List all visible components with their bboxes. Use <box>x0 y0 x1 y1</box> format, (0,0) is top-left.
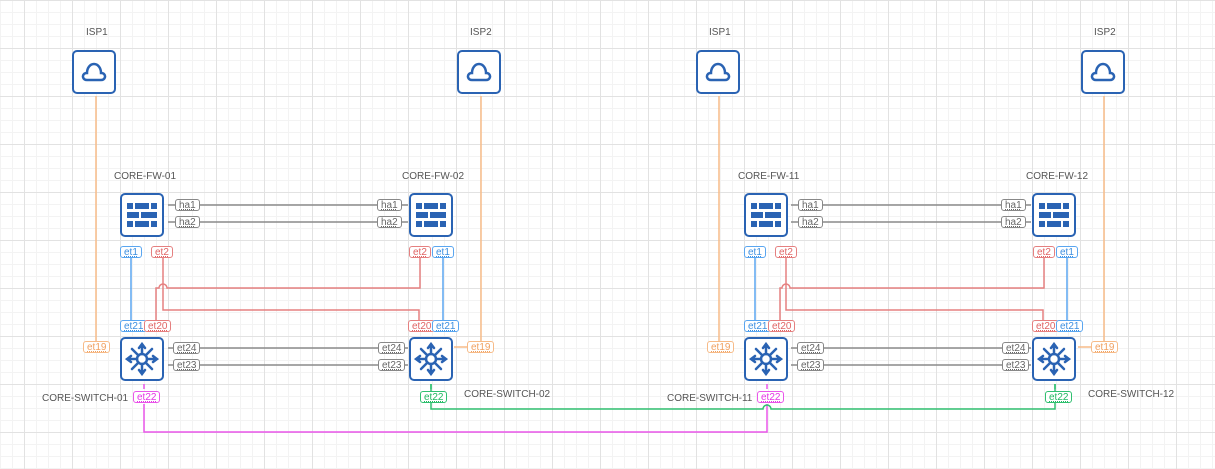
switch-icon <box>749 342 783 376</box>
cloud-icon <box>81 62 107 82</box>
firewall-icon <box>416 203 446 227</box>
link-isp1-sw11[interactable] <box>718 96 733 348</box>
port-sw01-et23[interactable]: et23 <box>173 359 201 371</box>
port-fw01-et1[interactable]: et1 <box>120 246 142 258</box>
port-fw11-ha1[interactable]: ha1 <box>798 199 823 211</box>
port-sw12-et24[interactable]: et24 <box>1002 342 1030 354</box>
port-sw02-et19[interactable]: et19 <box>467 341 495 353</box>
port-fw12-et1[interactable]: et1 <box>1056 246 1078 258</box>
port-fw01-ha1[interactable]: ha1 <box>175 199 200 211</box>
core-fw-01-label: CORE-FW-01 <box>114 171 177 182</box>
link-sw02-sw12-et22[interactable] <box>430 384 1056 410</box>
port-sw01-et20[interactable]: et20 <box>144 320 172 332</box>
port-sw12-et19[interactable]: et19 <box>1091 341 1119 353</box>
core-switch-12-label: CORE-SWITCH-12 <box>1088 389 1175 400</box>
port-fw01-ha2[interactable]: ha2 <box>175 216 200 228</box>
isp1-right-node[interactable] <box>696 50 740 94</box>
core-switch-01-node[interactable] <box>120 337 164 381</box>
port-fw02-ha1[interactable]: ha1 <box>377 199 402 211</box>
port-fw01-et2[interactable]: et2 <box>151 246 173 258</box>
firewall-icon <box>127 203 157 227</box>
port-fw12-ha1[interactable]: ha1 <box>1001 199 1026 211</box>
switch-icon <box>1037 342 1071 376</box>
port-fw02-et1[interactable]: et1 <box>432 246 454 258</box>
port-sw11-et20[interactable]: et20 <box>768 320 796 332</box>
isp1-right-label: ISP1 <box>709 27 731 38</box>
port-fw11-et1[interactable]: et1 <box>744 246 766 258</box>
port-sw02-et20[interactable]: et20 <box>408 320 436 332</box>
isp2-left-node[interactable] <box>457 50 501 94</box>
core-fw-01-node[interactable] <box>120 193 164 237</box>
port-sw01-et24[interactable]: et24 <box>173 342 201 354</box>
port-fw12-et2[interactable]: et2 <box>1033 246 1055 258</box>
core-switch-01-label: CORE-SWITCH-01 <box>42 393 129 404</box>
port-fw12-ha2[interactable]: ha2 <box>1001 216 1026 228</box>
port-fw11-et2[interactable]: et2 <box>775 246 797 258</box>
isp2-left-label: ISP2 <box>470 27 492 38</box>
port-sw02-et24[interactable]: et24 <box>378 342 406 354</box>
core-fw-02-label: CORE-FW-02 <box>402 171 465 182</box>
firewall-icon <box>1039 203 1069 227</box>
core-fw-12-node[interactable] <box>1032 193 1076 237</box>
core-switch-12-node[interactable] <box>1032 337 1076 381</box>
port-fw11-ha2[interactable]: ha2 <box>798 216 823 228</box>
core-switch-11-label: CORE-SWITCH-11 <box>667 393 753 404</box>
core-fw-12-label: CORE-FW-12 <box>1026 171 1089 182</box>
isp1-left-node[interactable] <box>72 50 116 94</box>
port-sw02-et21[interactable]: et21 <box>432 320 460 332</box>
port-sw12-et22[interactable]: et22 <box>1045 391 1073 403</box>
cloud-icon <box>466 62 492 82</box>
core-fw-02-node[interactable] <box>409 193 453 237</box>
core-fw-11-label: CORE-FW-11 <box>738 171 800 182</box>
core-switch-02-label: CORE-SWITCH-02 <box>464 389 551 400</box>
link-isp2-sw02[interactable] <box>454 96 482 348</box>
port-fw02-et2[interactable]: et2 <box>409 246 431 258</box>
port-sw01-et22[interactable]: et22 <box>133 391 161 403</box>
core-switch-02-node[interactable] <box>409 337 453 381</box>
link-sw01-sw11-et22[interactable] <box>143 404 768 433</box>
port-sw02-et23[interactable]: et23 <box>378 359 406 371</box>
core-switch-11-node[interactable] <box>744 337 788 381</box>
switch-icon <box>125 342 159 376</box>
cloud-icon <box>705 62 731 82</box>
port-fw02-ha2[interactable]: ha2 <box>377 216 402 228</box>
port-sw12-et21[interactable]: et21 <box>1056 320 1084 332</box>
port-sw11-et22[interactable]: et22 <box>757 391 785 403</box>
switch-icon <box>414 342 448 376</box>
isp1-left-label: ISP1 <box>86 27 108 38</box>
port-sw01-et19[interactable]: et19 <box>83 341 111 353</box>
link-fw01-sw02-et2[interactable] <box>162 258 420 320</box>
link-isp1-sw01[interactable] <box>95 96 106 348</box>
port-sw11-et24[interactable]: et24 <box>797 342 825 354</box>
firewall-icon <box>751 203 781 227</box>
port-sw11-et23[interactable]: et23 <box>797 359 825 371</box>
core-fw-11-node[interactable] <box>744 193 788 237</box>
cloud-icon <box>1090 62 1116 82</box>
port-sw02-et22[interactable]: et22 <box>420 391 448 403</box>
isp2-right-label: ISP2 <box>1094 27 1116 38</box>
port-sw12-et23[interactable]: et23 <box>1002 359 1030 371</box>
link-fw11-sw12-et2[interactable] <box>785 258 1044 320</box>
link-isp2-sw12[interactable] <box>1078 96 1105 348</box>
link-fw12-sw11-et2[interactable] <box>779 258 1045 320</box>
port-sw11-et19[interactable]: et19 <box>707 341 735 353</box>
isp2-right-node[interactable] <box>1081 50 1125 94</box>
link-fw02-sw01-et2[interactable] <box>155 258 421 320</box>
